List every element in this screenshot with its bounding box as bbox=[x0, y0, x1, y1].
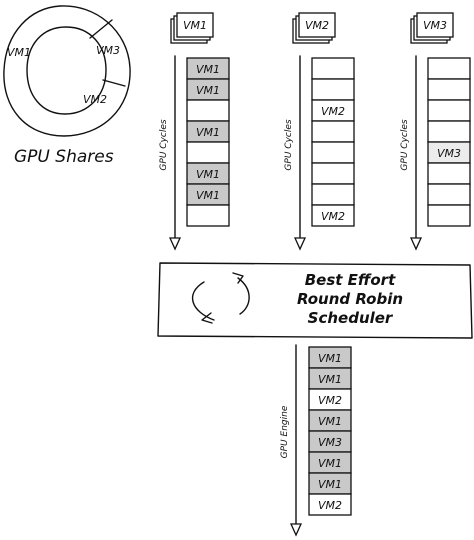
queue-header-label: VM1 bbox=[183, 19, 207, 32]
queue-header-box bbox=[176, 12, 214, 38]
queue-cell bbox=[186, 141, 230, 164]
queue-cell bbox=[427, 183, 471, 206]
engine-cell-label: VM2 bbox=[318, 394, 342, 407]
gpu-cycles-label: GPU Cycles bbox=[284, 119, 294, 170]
queue-header-box bbox=[298, 12, 336, 38]
queue-cell-label: VM2 bbox=[321, 210, 345, 223]
engine-cell-label: VM2 bbox=[318, 499, 342, 512]
engine-arrowhead bbox=[289, 523, 303, 537]
cycles-arrowhead bbox=[168, 237, 182, 251]
queue-cell bbox=[311, 204, 355, 227]
queue-cell bbox=[427, 78, 471, 101]
queue-cell-label: VM1 bbox=[196, 168, 220, 181]
queue-cell-label: VM1 bbox=[196, 126, 220, 139]
queue-cell bbox=[311, 162, 355, 185]
gpu-shares-title: GPU Shares bbox=[14, 147, 114, 167]
queue-cell bbox=[186, 204, 230, 227]
pie-slice-vm1-label: VM1 bbox=[7, 46, 31, 59]
scheduler-line-1: Best Effort bbox=[305, 271, 396, 289]
queue-cell bbox=[186, 99, 230, 122]
queue-cell-label: VM2 bbox=[321, 105, 345, 118]
queue-cell bbox=[311, 78, 355, 101]
scheduler-box: Best Effort Round Robin Scheduler bbox=[157, 262, 473, 339]
gpu-cycles-label: GPU Cycles bbox=[400, 119, 410, 170]
queue-cell-label: VM3 bbox=[437, 147, 461, 160]
queue-cell bbox=[311, 141, 355, 164]
engine-cell-label: VM1 bbox=[318, 415, 342, 428]
queue-cell-label: VM1 bbox=[196, 63, 220, 76]
engine-cell-label: VM1 bbox=[318, 373, 342, 386]
engine-cell-label: VM3 bbox=[318, 436, 342, 449]
engine-cell-label: VM1 bbox=[318, 352, 342, 365]
gpu-cycles-label: GPU Cycles bbox=[159, 119, 169, 170]
gpu-engine-label: GPU Engine bbox=[280, 405, 290, 458]
queue-header-label: VM3 bbox=[423, 19, 447, 32]
queue-cell-label: VM1 bbox=[196, 84, 220, 97]
cycles-arrowhead bbox=[293, 237, 307, 251]
queue-cell bbox=[311, 183, 355, 206]
queue-cell bbox=[311, 57, 355, 80]
engine-cell-label: VM1 bbox=[318, 457, 342, 470]
queue-cell-label: VM1 bbox=[196, 189, 220, 202]
queue-header-label: VM2 bbox=[305, 19, 329, 32]
engine-cell bbox=[308, 493, 352, 516]
gpu-shares-ring: VM1 VM3 VM2 bbox=[3, 5, 131, 137]
queue-cell bbox=[311, 120, 355, 143]
scheduler-line-2: Round Robin bbox=[297, 290, 403, 308]
queue-cell bbox=[427, 99, 471, 122]
queue-cell bbox=[427, 120, 471, 143]
engine-cell-label: VM1 bbox=[318, 478, 342, 491]
cycles-arrowhead bbox=[409, 237, 423, 251]
queue-cell bbox=[427, 57, 471, 80]
pie-slice-vm2-label: VM2 bbox=[83, 93, 107, 106]
queue-cell bbox=[427, 204, 471, 227]
scheduler-line-3: Scheduler bbox=[308, 309, 394, 327]
queue-header-box bbox=[416, 12, 454, 38]
queue-cell bbox=[427, 162, 471, 185]
pie-slice-vm3-label: VM3 bbox=[96, 44, 120, 57]
